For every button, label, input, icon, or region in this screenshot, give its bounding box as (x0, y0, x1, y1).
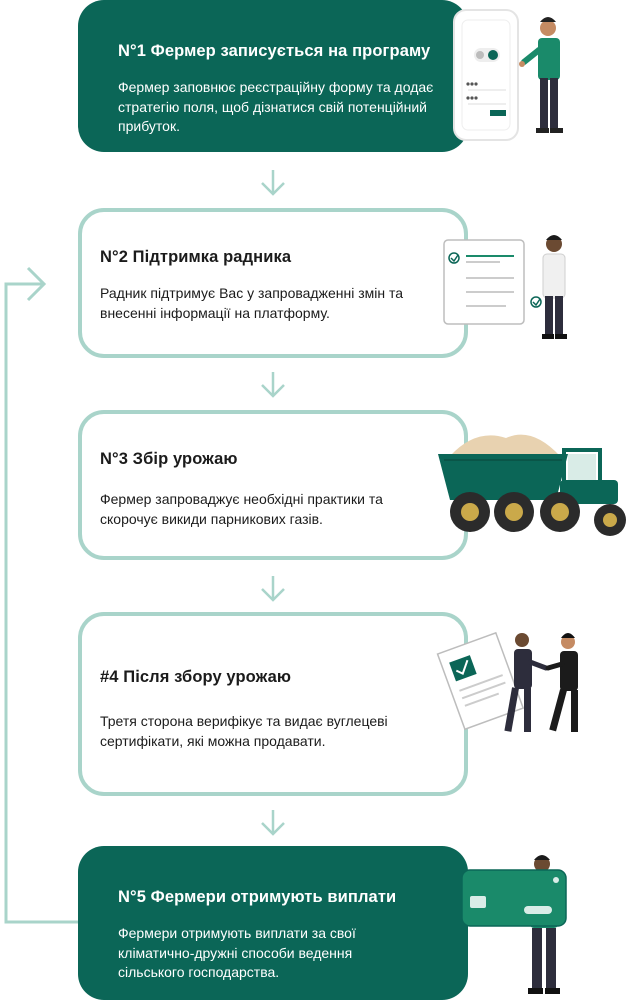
step-4-title: #4 Після збору урожаю (100, 668, 292, 686)
arrow-down-icon (261, 576, 285, 602)
arrow-down-icon (261, 810, 285, 836)
checklist-advisor-illustration (443, 235, 567, 339)
step-2-card: N°2 Підтримка радника Радник підтримує В… (78, 208, 468, 358)
step-1-title: N°1 Фермер записується на програму (118, 42, 431, 60)
step-1-card: N°1 Фермер записується на програму Ферме… (78, 0, 468, 152)
arrow-down-icon (261, 372, 285, 398)
step-2-title: N°2 Підтримка радника (100, 248, 292, 266)
step-3-card: N°3 Збір урожаю Фермер запроваджує необх… (78, 410, 468, 560)
card-payment-illustration (461, 855, 567, 994)
step-5-text: Фермери отримують виплати за свої клімат… (118, 925, 356, 980)
step-3-text: Фермер запроваджує необхідні практики та… (100, 491, 383, 527)
step-3-title: N°3 Збір урожаю (100, 450, 238, 468)
tractor-illustration (438, 434, 626, 536)
loop-connector (4, 266, 78, 924)
certificate-handshake-illustration (436, 631, 578, 732)
step-4-text: Третя сторона верифікує та видає вуглеце… (100, 713, 388, 749)
step-2-text: Радник підтримує Вас у запровадженні змі… (100, 285, 404, 321)
step-1-text: Фермер заповнює реєстраційну форму та до… (118, 79, 434, 134)
step-5-card: N°5 Фермери отримують виплати Фермери от… (78, 846, 468, 1000)
phone-form-illustration (453, 9, 563, 141)
step-4-card: #4 Після збору урожаю Третя сторона вери… (78, 612, 468, 796)
step-5-title: N°5 Фермери отримують виплати (118, 888, 397, 906)
arrow-down-icon (261, 170, 285, 196)
